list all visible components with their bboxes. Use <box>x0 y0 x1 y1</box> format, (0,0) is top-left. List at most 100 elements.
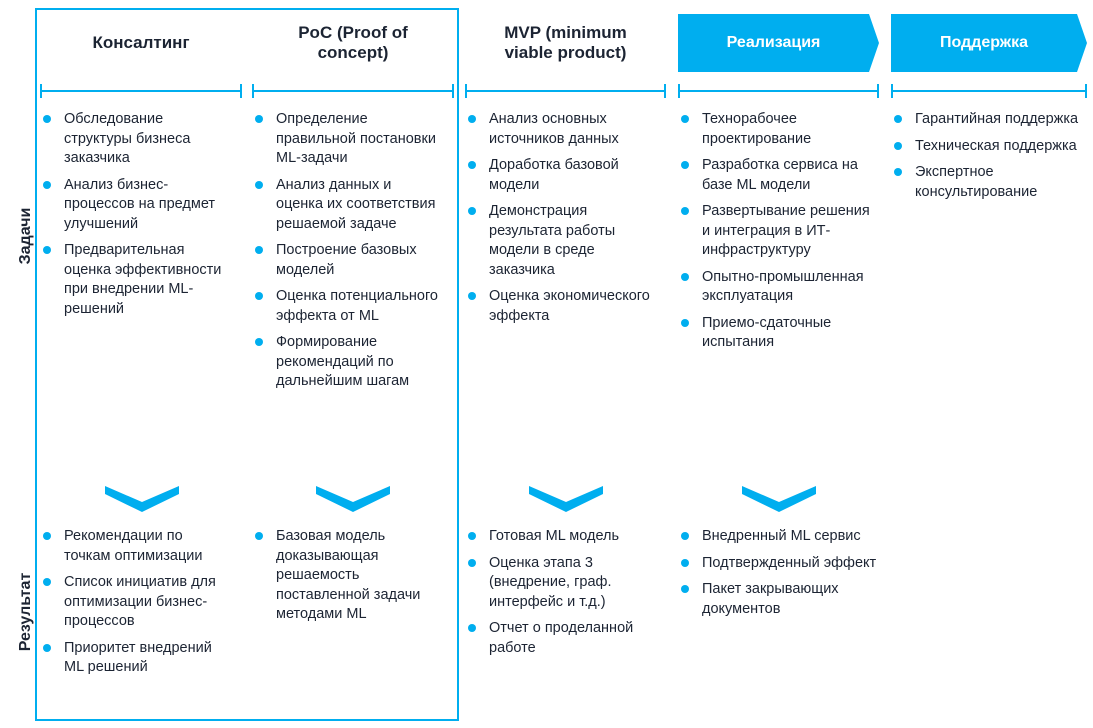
task-item-text: Техническая поддержка <box>915 137 1077 154</box>
bullet-dot-icon <box>681 207 689 215</box>
task-item: Экспертное консультирование <box>893 163 1083 202</box>
result-item-text: Отчет о проделанной работе <box>489 620 634 656</box>
task-item-text: Анализ данных и оценка их соответствия р… <box>276 176 436 232</box>
task-item: Анализ бизнес-процессов на предмет улучш… <box>42 176 227 235</box>
stage-header-1: PoC (Proof of concept) <box>252 14 454 72</box>
bullet-dot-icon <box>255 115 263 123</box>
task-item-text: Гарантийная поддержка <box>915 111 1079 127</box>
bullet-dot-icon <box>681 532 689 540</box>
task-item: Оценка экономического эффекта <box>467 287 657 326</box>
task-item: Гарантийная поддержка <box>893 110 1083 130</box>
stage-title: Поддержка <box>939 34 1029 51</box>
result-item-text: Приоритет внедрений ML решений <box>64 639 212 676</box>
task-item-text: Обследование структуры бизнеса заказчика <box>64 111 191 166</box>
result-item: Рекомендации по точкам оптимизации <box>42 527 227 566</box>
task-item: Анализ данных и оценка их соответствия р… <box>254 176 439 235</box>
bullet-dot-icon <box>894 141 902 150</box>
bullet-dot-icon <box>43 180 51 189</box>
stage-header-0: Консалтинг <box>40 14 242 72</box>
task-item-text: Определение правильной постановки ML-зад… <box>276 111 436 166</box>
bullet-dot-icon <box>43 532 51 540</box>
timeline-bracket <box>678 84 879 98</box>
task-item-text: Доработка базовой модели <box>489 157 619 193</box>
stage-title: Консалтинг <box>92 33 190 52</box>
chevron-down-icon <box>742 486 816 512</box>
task-item: Развертывание решения и интеграция в ИТ-… <box>680 202 880 261</box>
stage-title: Реализация <box>726 34 821 51</box>
task-item: Приемо-сдаточные испытания <box>680 314 880 353</box>
result-item: Отчет о проделанной работе <box>467 619 667 658</box>
bullet-dot-icon <box>681 558 689 567</box>
bullet-dot-icon <box>43 578 51 586</box>
task-item-text: Построение базовых моделей <box>276 242 417 278</box>
task-item: Анализ основных источников данных <box>467 110 657 149</box>
row-label-results: Результат <box>17 572 34 652</box>
result-item-text: Рекомендации по точкам оптимизации <box>64 528 203 564</box>
bullet-dot-icon <box>468 115 476 123</box>
task-item-text: Демонстрация результата работы модели в … <box>489 203 616 278</box>
task-item-text: Анализ основных источников данных <box>489 111 619 147</box>
bullet-dot-icon <box>468 558 476 567</box>
task-item: Доработка базовой модели <box>467 156 657 195</box>
result-item-text: Внедренный ML сервис <box>702 528 861 544</box>
bullet-dot-icon <box>894 115 902 123</box>
bullet-dot-icon <box>468 624 476 632</box>
stage-header-4: Поддержка <box>891 14 1087 72</box>
result-item: Внедренный ML сервис <box>680 527 880 547</box>
result-item: Приоритет внедрений ML решений <box>42 639 227 678</box>
result-item-text: Готовая ML модель <box>489 528 620 544</box>
chevron-down-icon <box>316 486 390 512</box>
task-list-0: Обследование структуры бизнеса заказчика… <box>42 110 227 326</box>
task-item: Опытно-промышленная эксплуатация <box>680 268 880 307</box>
bullet-dot-icon <box>681 585 689 593</box>
stage-header-2: MVP (minimum viable product) <box>465 14 666 72</box>
task-item-text: Анализ бизнес-процессов на предмет улучш… <box>64 176 216 232</box>
task-item-text: Оценка экономического эффекта <box>489 288 650 324</box>
highlight-frame <box>35 8 459 721</box>
bullet-dot-icon <box>681 161 689 169</box>
bullet-dot-icon <box>43 246 51 254</box>
bullet-dot-icon <box>255 180 263 189</box>
stage-header-3: Реализация <box>678 14 879 72</box>
result-item: Пакет закрывающих документов <box>680 580 880 619</box>
task-item-text: Предварительная оценка эффективности при… <box>64 242 222 317</box>
bullet-dot-icon <box>681 318 689 327</box>
stage-title: MVP (minimum viable product) <box>504 23 627 62</box>
task-item-text: Развертывание решения и интеграция в ИТ-… <box>702 203 870 258</box>
task-item: Техническая поддержка <box>893 137 1083 157</box>
task-item: Демонстрация результата работы модели в … <box>467 202 657 280</box>
result-item-text: Пакет закрывающих документов <box>702 581 839 617</box>
result-item: Список инициатив для оптимизации бизнес-… <box>42 573 227 632</box>
task-item-text: Опытно-промышленная эксплуатация <box>702 268 864 305</box>
task-item-text: Приемо-сдаточные испытания <box>702 314 832 351</box>
task-item: Разработка сервиса на базе ML модели <box>680 156 880 195</box>
bullet-dot-icon <box>255 292 263 300</box>
bullet-dot-icon <box>255 338 263 346</box>
timeline-bracket <box>40 84 242 98</box>
chevron-down-icon <box>105 486 179 512</box>
task-item: Оценка потенциального эффекта от ML <box>254 287 439 326</box>
timeline-bracket <box>891 84 1087 98</box>
result-item-text: Список инициатив для оптимизации бизнес-… <box>64 574 216 629</box>
task-item: Предварительная оценка эффективности при… <box>42 241 227 319</box>
task-item-text: Оценка потенциального эффекта от ML <box>276 288 438 324</box>
task-list-1: Определение правильной постановки ML-зад… <box>254 110 439 399</box>
bullet-dot-icon <box>681 272 689 281</box>
task-item-text: Формирование рекомендаций по дальнейшим … <box>276 334 410 389</box>
task-item: Определение правильной постановки ML-зад… <box>254 110 439 169</box>
bullet-dot-icon <box>43 643 51 652</box>
bullet-dot-icon <box>894 168 902 176</box>
task-item-text: Технорабочее проектирование <box>702 111 812 147</box>
result-item: Оценка этапа 3 (внедрение, граф. интерфе… <box>467 554 667 613</box>
result-item-text: Подтвержденный эффект <box>702 554 877 571</box>
task-item-text: Экспертное консультирование <box>915 164 1038 200</box>
task-item: Технорабочее проектирование <box>680 110 880 149</box>
bullet-dot-icon <box>468 161 476 169</box>
bullet-dot-icon <box>468 292 476 300</box>
result-item-text: Базовая модель доказывающая решаемость п… <box>276 528 421 622</box>
